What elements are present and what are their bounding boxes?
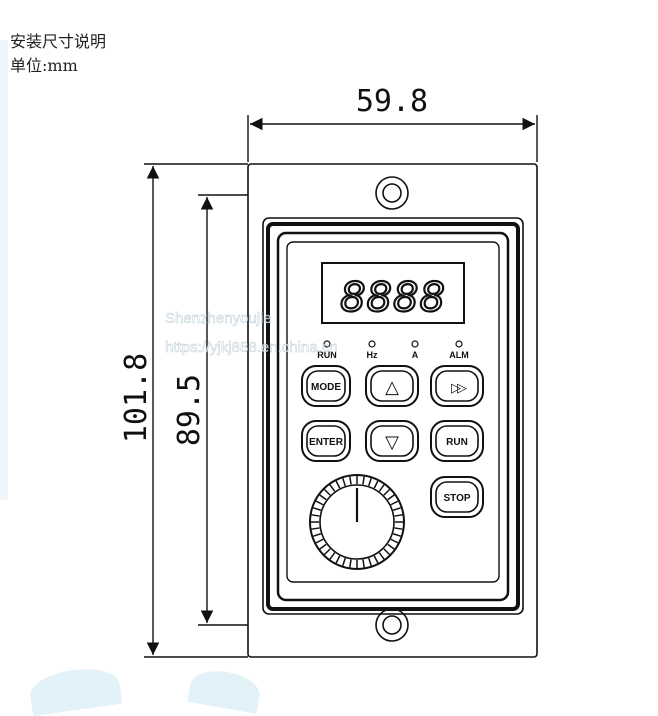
indicator-a-label: A bbox=[412, 350, 419, 360]
knob-tooth bbox=[319, 494, 327, 501]
indicator-hz-label: Hz bbox=[367, 350, 378, 360]
inner-height-dimension-label: 89.5 bbox=[172, 374, 207, 446]
unit-label: 单位:mm bbox=[10, 56, 78, 75]
stop-button[interactable]: STOP bbox=[430, 476, 484, 518]
indicator-alm-label: ALM bbox=[449, 350, 469, 360]
indicator-run: RUN bbox=[317, 340, 337, 360]
knob-tooth bbox=[315, 538, 324, 544]
up-button[interactable]: △ bbox=[365, 365, 419, 407]
knob-tooth bbox=[368, 557, 372, 566]
knob-tooth bbox=[329, 552, 336, 560]
speed-knob[interactable] bbox=[309, 474, 405, 570]
outer-height-dimension bbox=[144, 163, 248, 658]
title-block: 安装尺寸说明 单位:mm bbox=[10, 30, 106, 78]
knob-tooth bbox=[335, 480, 341, 489]
knob-tooth bbox=[383, 548, 391, 556]
led-display: 8888 bbox=[321, 262, 465, 324]
mounting-hole-bottom bbox=[375, 608, 409, 642]
knob-tooth bbox=[392, 507, 401, 511]
enter-button[interactable]: ENTER bbox=[301, 420, 351, 462]
knob-tooth bbox=[387, 543, 395, 550]
down-button[interactable]: ▽ bbox=[365, 420, 419, 462]
knob-tooth bbox=[323, 548, 331, 556]
knob-tooth bbox=[311, 514, 320, 517]
indicator-a: A bbox=[411, 340, 419, 360]
knob-tooth bbox=[313, 507, 322, 511]
knob-tooth bbox=[392, 533, 401, 537]
knob-tooth bbox=[319, 543, 327, 550]
knob-tooth bbox=[342, 557, 346, 566]
knob-tooth bbox=[323, 488, 331, 496]
enter-button-label: ENTER bbox=[309, 437, 344, 448]
indicator-alm: ALM bbox=[449, 340, 469, 360]
drawing-title: 安装尺寸说明 bbox=[10, 32, 107, 51]
indicator-hz: Hz bbox=[367, 340, 378, 360]
knob-tooth bbox=[313, 533, 322, 537]
down-arrow-icon: ▽ bbox=[385, 432, 399, 453]
outer-height-dimension-label: 101.8 bbox=[119, 353, 154, 443]
panel-outline bbox=[247, 163, 538, 658]
knob-tooth bbox=[362, 476, 365, 485]
knob-tooth bbox=[362, 559, 365, 568]
knob-tooth bbox=[349, 476, 352, 485]
mode-button[interactable]: MODE bbox=[301, 365, 351, 407]
knob-tooth bbox=[383, 488, 391, 496]
run-button-label: RUN bbox=[446, 437, 468, 448]
knob-tooth bbox=[394, 514, 403, 517]
knob-tooth bbox=[390, 538, 399, 544]
mounting-hole-top bbox=[375, 176, 409, 210]
knob-tooth bbox=[390, 500, 399, 506]
knob-tooth bbox=[342, 478, 346, 487]
knob-tooth bbox=[368, 478, 372, 487]
knob-tooth bbox=[373, 480, 379, 489]
run-button[interactable]: RUN bbox=[430, 420, 484, 462]
indicator-run-label: RUN bbox=[317, 350, 337, 360]
knob-tooth bbox=[373, 555, 379, 564]
up-arrow-icon: △ bbox=[385, 377, 399, 398]
knob-tooth bbox=[378, 484, 385, 492]
knob-tooth bbox=[387, 494, 395, 501]
knob-tooth bbox=[311, 527, 320, 530]
knob-tooth bbox=[394, 527, 403, 530]
knob-tooth bbox=[349, 559, 352, 568]
knob-knurling bbox=[311, 476, 403, 568]
knob-tooth bbox=[335, 555, 341, 564]
mode-button-label: MODE bbox=[311, 382, 341, 393]
led-digits: 8888 bbox=[340, 275, 446, 321]
width-dimension-label: 59.8 bbox=[356, 84, 428, 119]
watermark-line-2: https://yjkj888.en.china.cn bbox=[165, 339, 338, 356]
shift-button[interactable]: ▷▷ bbox=[430, 365, 484, 407]
knob-tooth bbox=[329, 484, 336, 492]
width-dimension bbox=[247, 115, 538, 162]
knob-tooth bbox=[315, 500, 324, 506]
knob-tooth bbox=[378, 552, 385, 560]
stop-button-label: STOP bbox=[443, 493, 470, 504]
watermark-line-1: Shenzhenyoujie bbox=[165, 310, 272, 327]
